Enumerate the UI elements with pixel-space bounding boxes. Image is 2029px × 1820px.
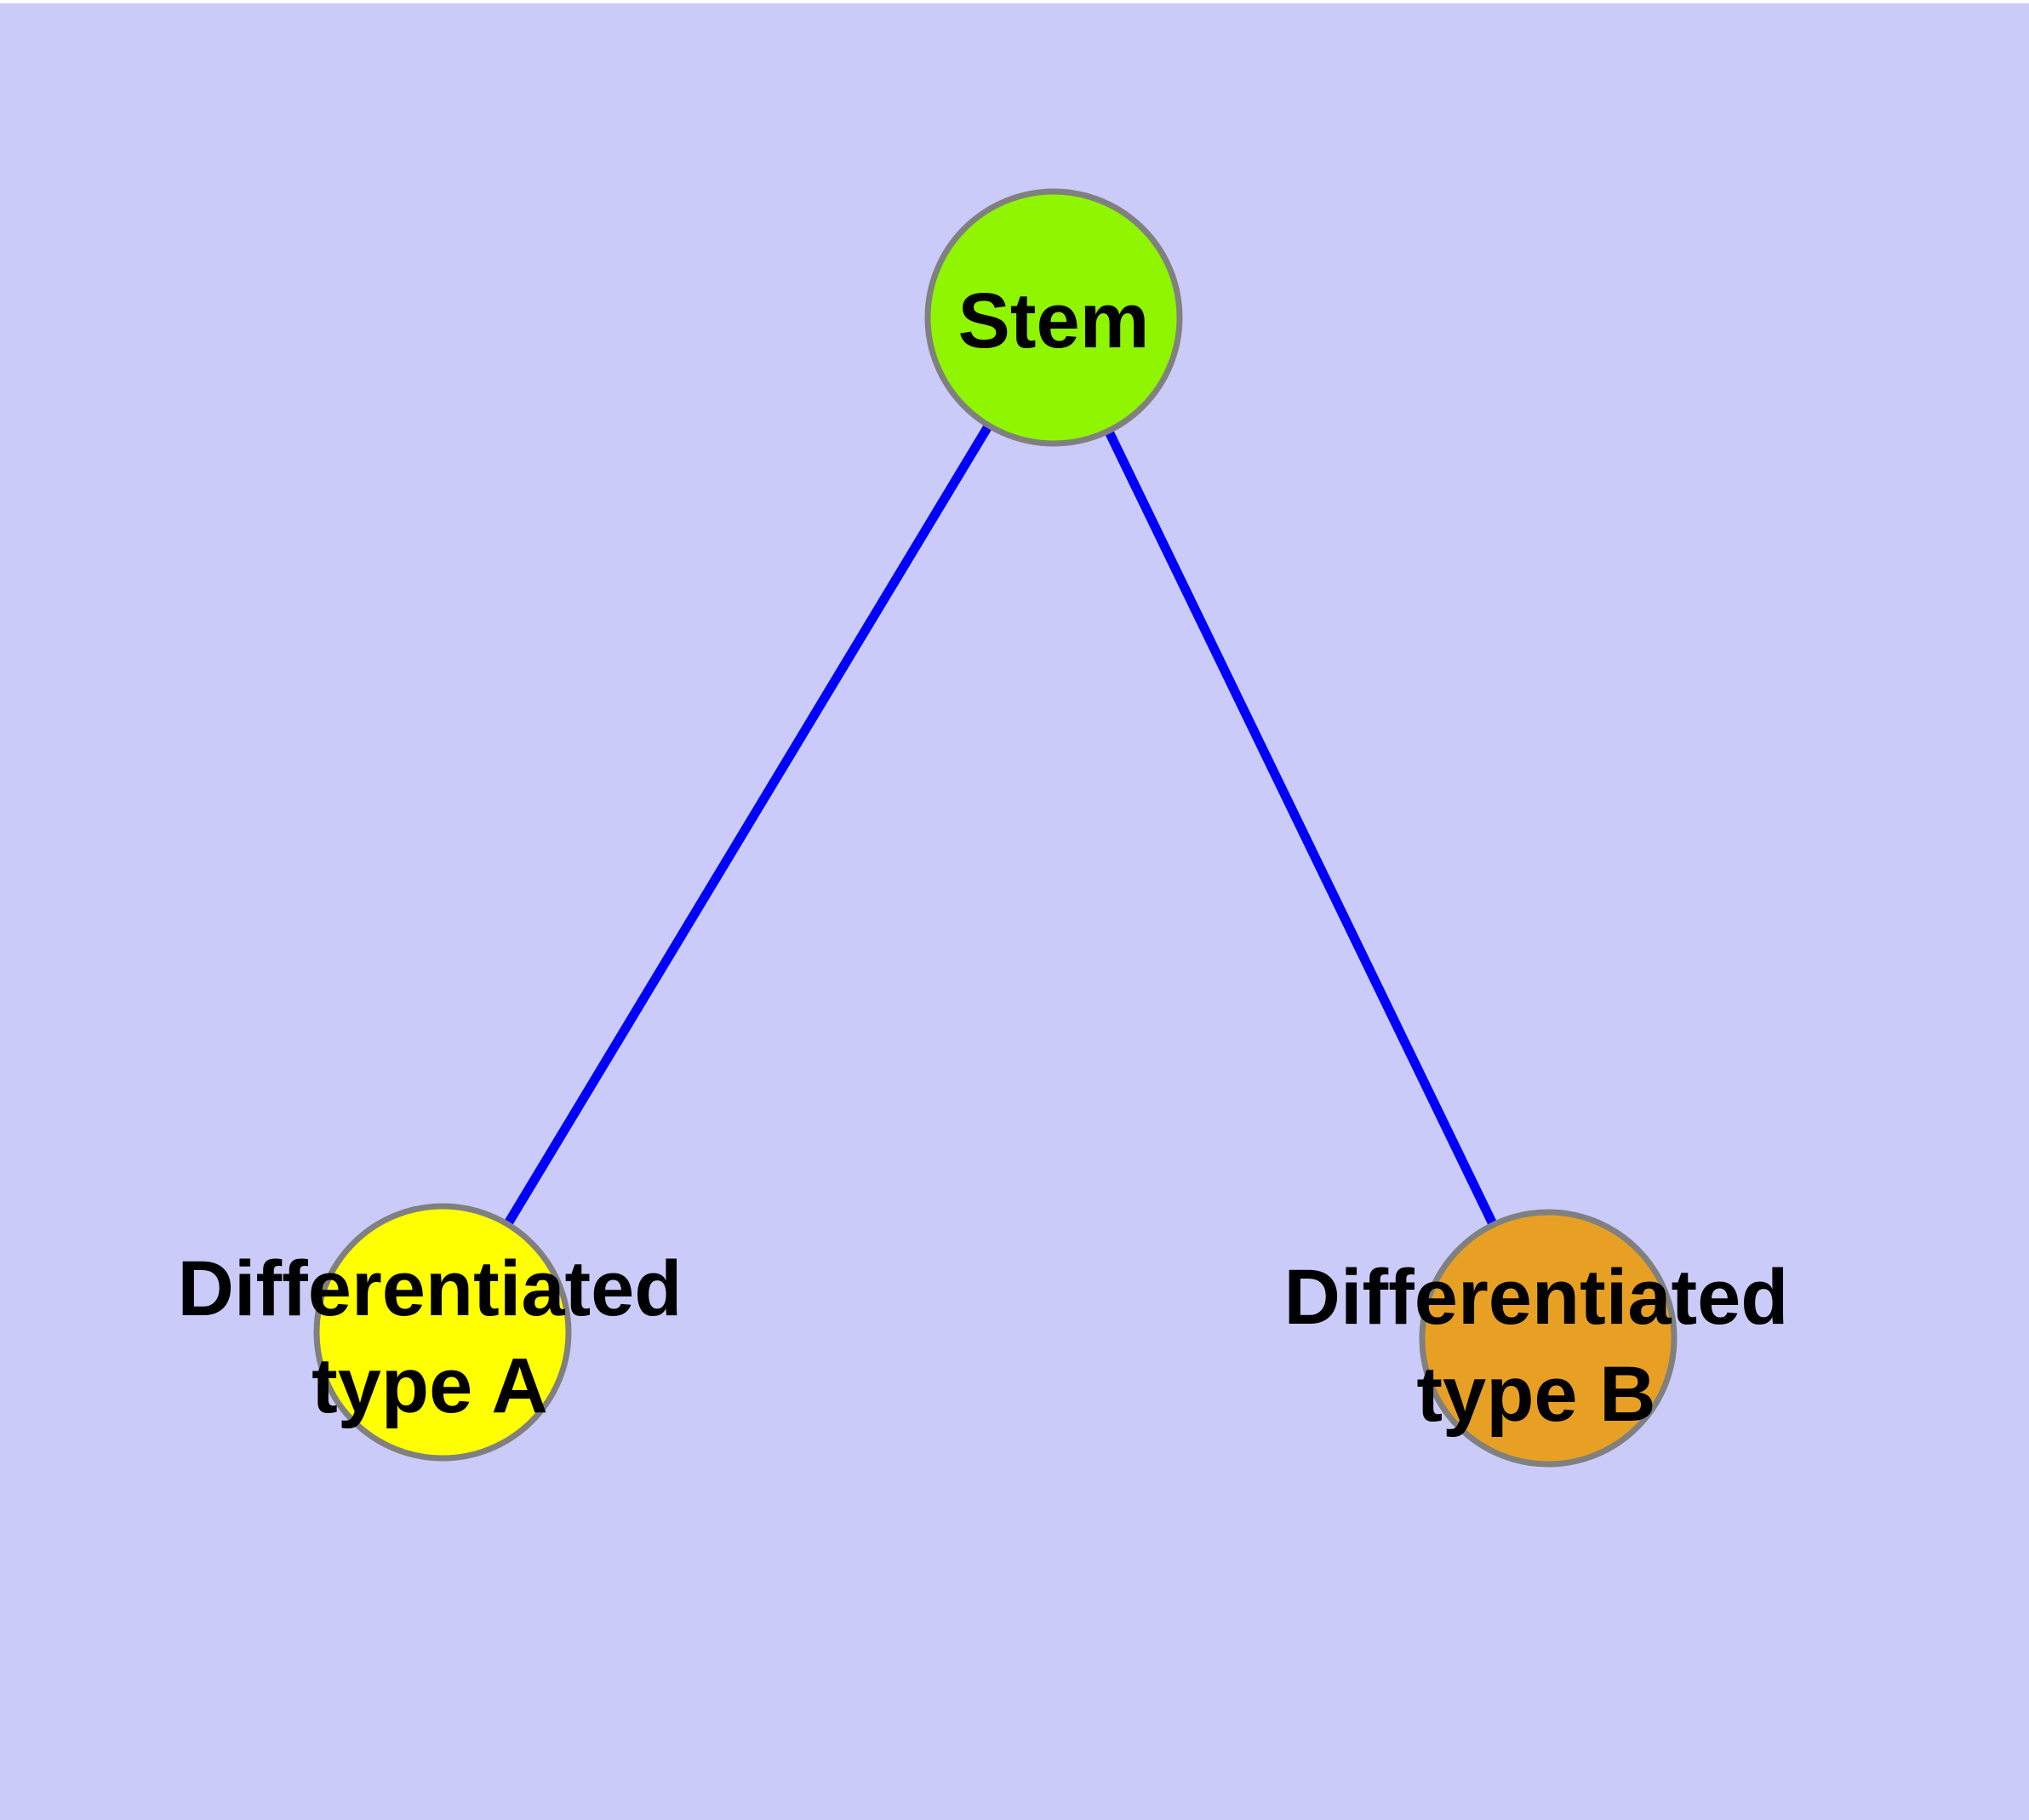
node-type-a-label-line2: type A	[311, 1342, 548, 1429]
top-margin	[0, 0, 2029, 3]
node-type-b-label-line2: type B	[1416, 1351, 1656, 1438]
node-type-a-circle	[313, 1203, 572, 1462]
node-type-b-label-line1: Differentiated	[1283, 1254, 1789, 1341]
node-stem-circle	[924, 188, 1183, 447]
node-type-a-label-line1: Differentiated	[177, 1245, 683, 1332]
edge-stem-to-type-b	[1049, 315, 1552, 1341]
node-type-a-label: Differentiated type A	[178, 1240, 683, 1434]
node-type-b-circle	[1419, 1209, 1677, 1468]
node-stem-label: Stem	[957, 278, 1150, 364]
node-type-b-label: Differentiated type B	[1284, 1249, 1789, 1443]
edge-stem-to-type-a	[438, 315, 1058, 1335]
